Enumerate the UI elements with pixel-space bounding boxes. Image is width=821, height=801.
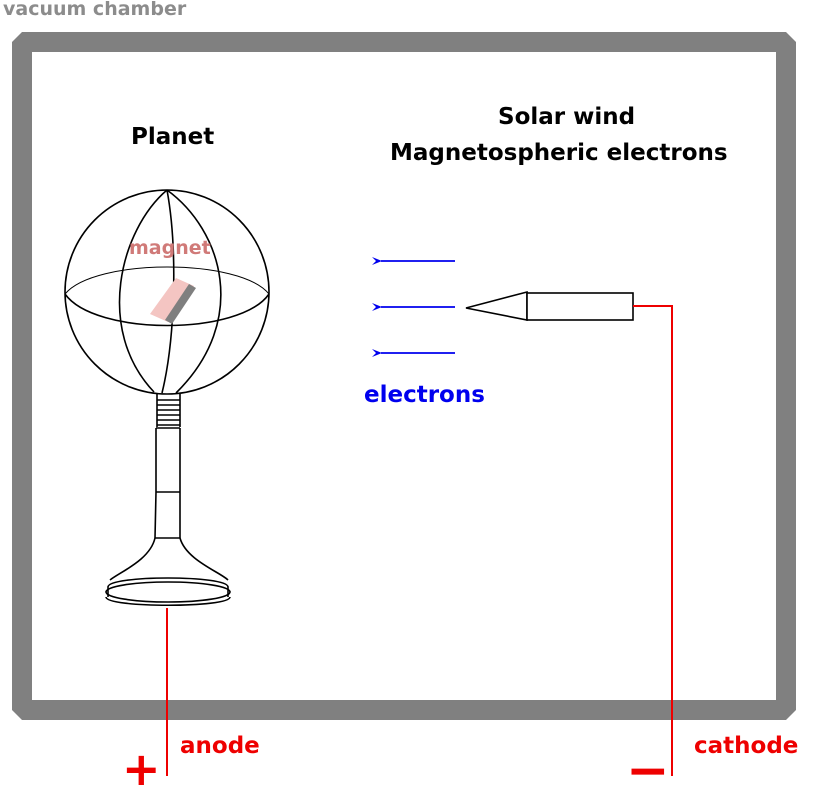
electrons-label: electrons xyxy=(364,382,485,408)
cathode-wire xyxy=(633,305,673,776)
plus-sign: + xyxy=(122,742,161,796)
vacuum-chamber-wall xyxy=(12,32,796,720)
magnetospheric-electrons-label: Magnetospheric electrons xyxy=(390,140,728,166)
planet-label: Planet xyxy=(131,124,215,150)
planet-globe xyxy=(64,189,270,395)
magnet-bar xyxy=(150,278,196,324)
electron-emitter xyxy=(465,290,634,321)
minus-sign: − xyxy=(626,741,670,801)
globe-stand xyxy=(105,394,231,607)
cathode-label: cathode xyxy=(694,733,799,759)
vacuum-chamber-label: vacuum chamber xyxy=(3,0,187,20)
solar-wind-label: Solar wind xyxy=(498,104,636,130)
magnet-label: magnet xyxy=(129,237,211,259)
anode-label: anode xyxy=(180,733,260,759)
wires xyxy=(166,305,673,776)
electron-arrows xyxy=(372,257,455,357)
